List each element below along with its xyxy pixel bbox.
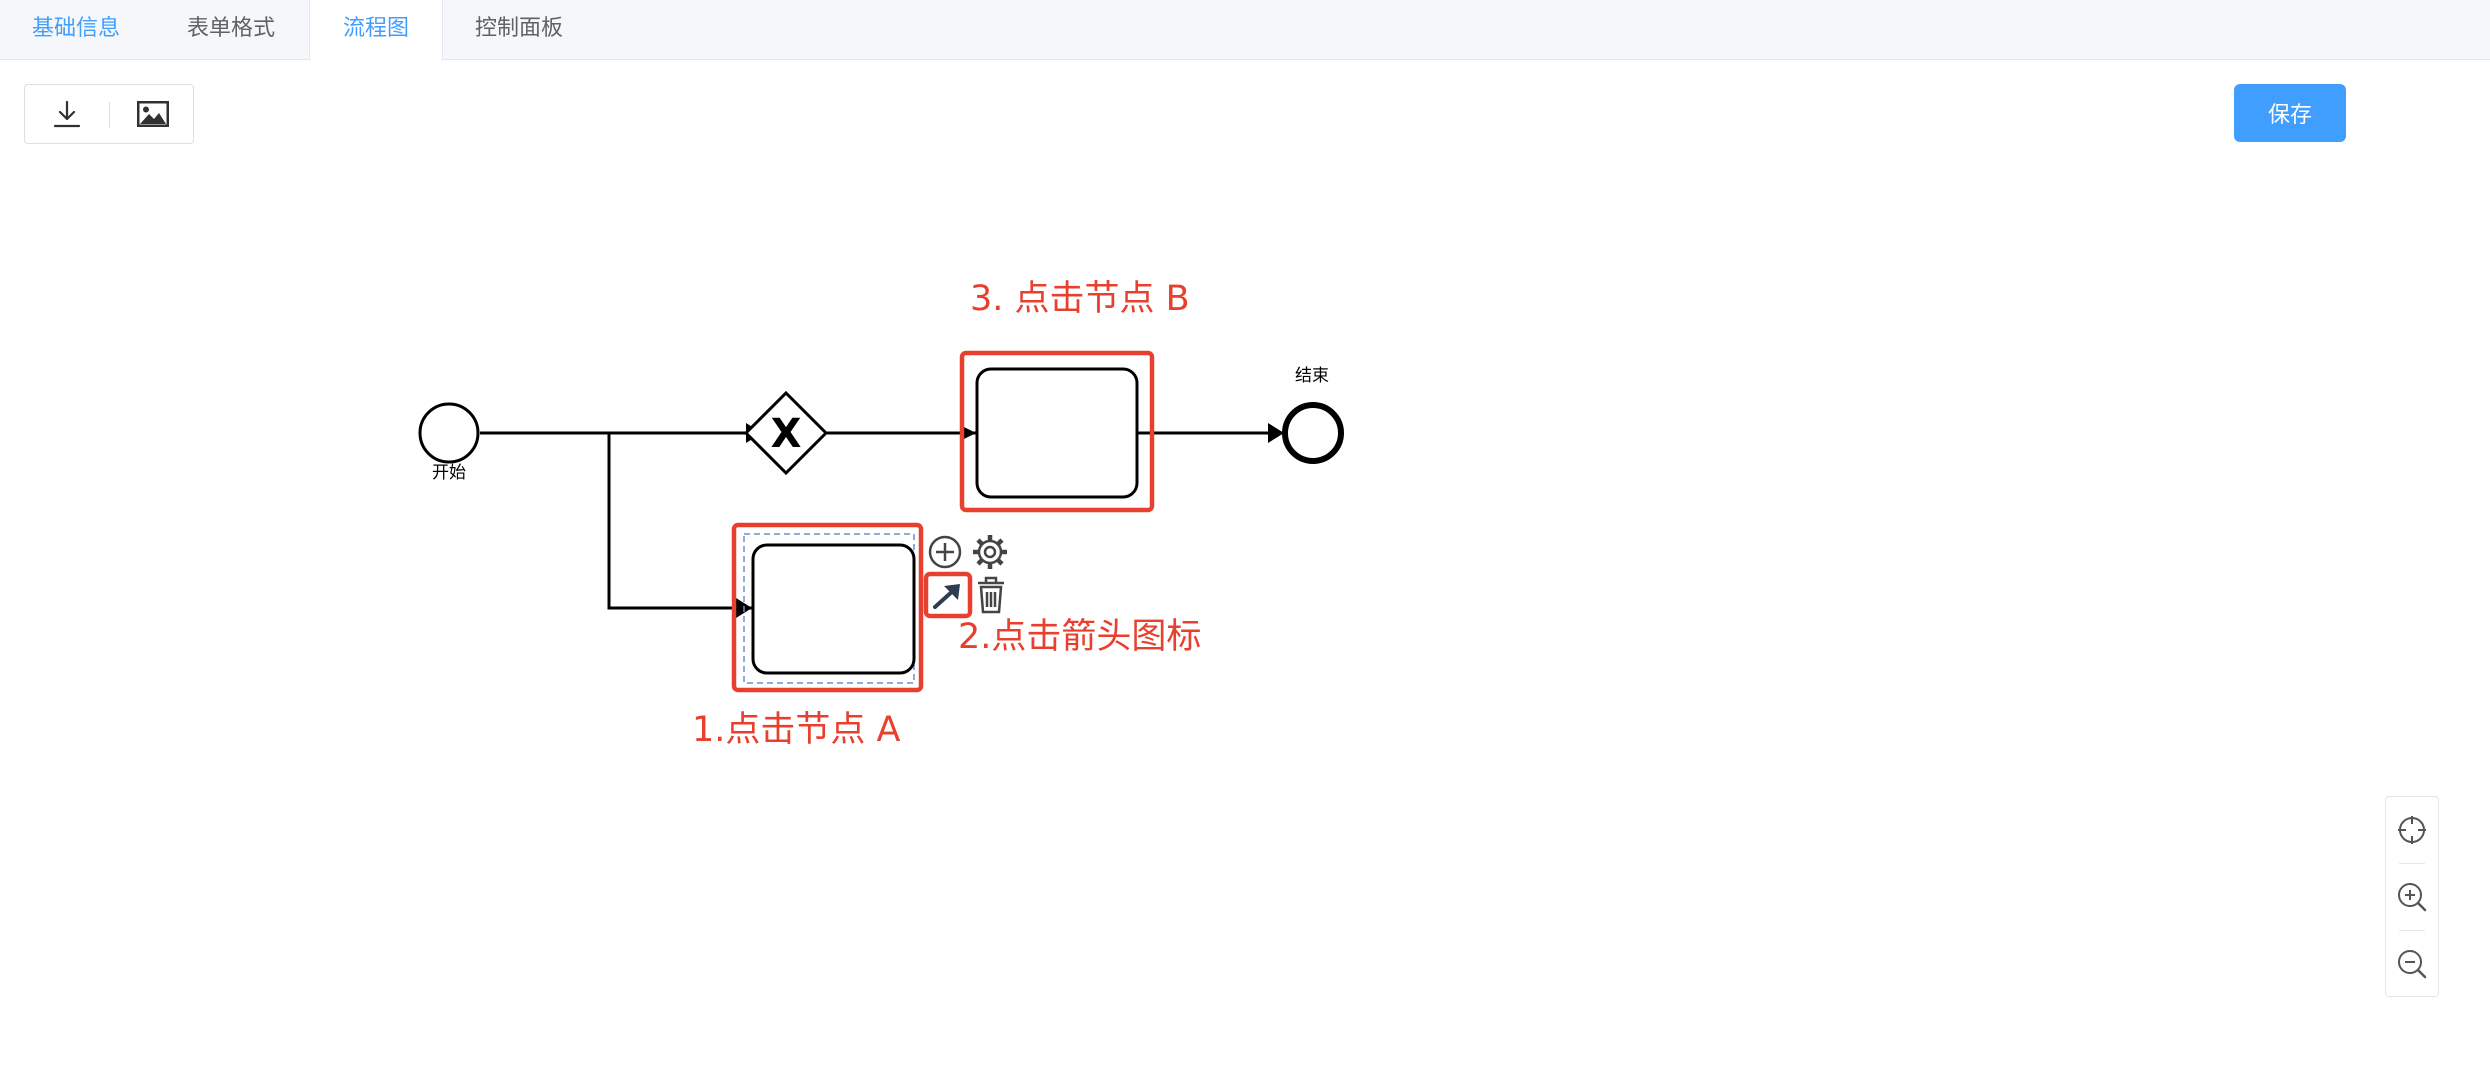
export-image-button[interactable] <box>111 85 195 143</box>
sequence-flows <box>480 431 1284 610</box>
arrow-connect-icon[interactable] <box>933 584 960 609</box>
task-node-b[interactable] <box>975 367 1139 499</box>
zoom-divider <box>2399 930 2425 931</box>
zoom-out-button[interactable] <box>2386 931 2438 997</box>
plus-circle-icon[interactable] <box>928 535 962 569</box>
tab-control-panel[interactable]: 控制面板 <box>474 16 563 41</box>
zoom-in-button[interactable] <box>2386 864 2438 930</box>
tab-basic-info[interactable]: 基础信息 <box>31 16 120 41</box>
flow-start-to-task-a[interactable] <box>607 433 752 610</box>
save-button[interactable]: 保存 <box>2234 84 2346 142</box>
zoom-divider <box>2399 863 2425 864</box>
tab-bar: 基础信息 表单格式 流程图 控制面板 <box>0 0 2490 61</box>
annotation-step-3: 3. 点击节点 B <box>970 279 1190 319</box>
tab-flowchart[interactable]: 流程图 <box>309 0 443 61</box>
reset-view-button[interactable] <box>2386 797 2438 863</box>
zoom-out-icon <box>2398 950 2427 979</box>
start-event-label: 开始 <box>432 463 466 483</box>
gear-icon[interactable] <box>973 535 1007 569</box>
task-node-a[interactable] <box>751 543 916 675</box>
start-event[interactable] <box>418 402 480 464</box>
annotation-step-1: 1.点击节点 A <box>692 710 901 750</box>
exclusive-gateway[interactable]: X <box>743 390 829 476</box>
zoom-in-icon <box>2398 883 2427 912</box>
image-icon <box>137 101 169 127</box>
context-pad <box>923 535 1007 619</box>
annotation-step-2: 2.点击箭头图标 <box>958 617 1201 657</box>
gateway-symbol: X <box>771 411 802 457</box>
tab-form-format[interactable]: 表单格式 <box>186 16 275 41</box>
download-icon <box>53 100 81 128</box>
toolbar-divider <box>109 102 110 128</box>
end-event[interactable] <box>1282 402 1344 464</box>
zoom-controls <box>2385 796 2439 997</box>
task-a-highlight <box>731 522 924 693</box>
diagram-toolbar <box>24 84 194 144</box>
crosshair-icon <box>2398 816 2426 844</box>
connect-icon-highlight <box>923 571 973 619</box>
download-button[interactable] <box>25 85 109 143</box>
task-b-highlight <box>959 350 1155 513</box>
end-event-label: 结束 <box>1295 366 1329 386</box>
trash-icon[interactable] <box>978 576 1004 614</box>
